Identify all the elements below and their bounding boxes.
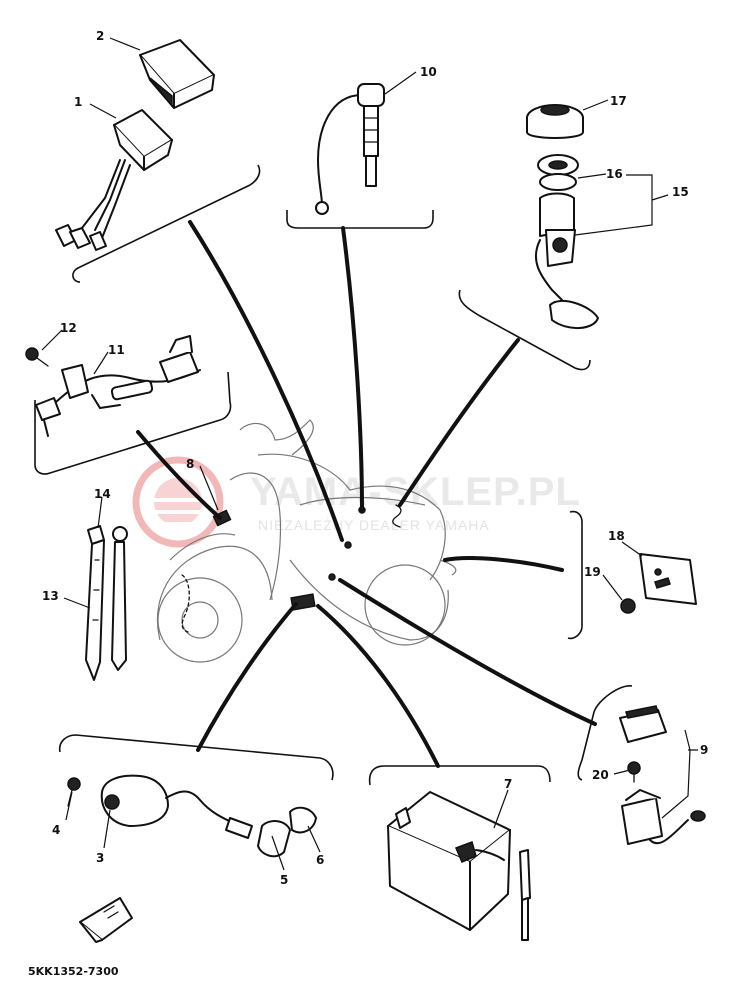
fwd-arrow-icon: [79, 897, 133, 943]
callout-15: 15: [672, 185, 689, 199]
callout-line-16: [577, 173, 607, 179]
diagram-code: 5KK1352-7300: [28, 965, 119, 978]
leader-line-3: [196, 602, 298, 752]
group-bracket-10: [286, 210, 434, 229]
callout-20: 20: [592, 768, 609, 782]
callout-line-7: [493, 789, 509, 829]
callout-10: 10: [420, 65, 437, 79]
callout-17: 17: [610, 94, 627, 108]
leader-line-18: [443, 556, 564, 572]
watermark-logo-icon: [132, 456, 224, 548]
callout-line-8: [199, 465, 219, 511]
watermark-tagline: NIEZALEŻNY DEALER YAMAHA: [258, 516, 490, 533]
callout-5: 5: [280, 873, 288, 887]
callout-line-3: [103, 809, 111, 849]
leader-line-9: [338, 578, 597, 726]
callout-line-5: [271, 835, 285, 871]
callout-line-18: [621, 541, 643, 557]
part-12-screw[interactable]: [25, 347, 49, 367]
callout-11: 11: [108, 343, 125, 357]
callout-line-19: [602, 574, 623, 601]
callout-line-12: [41, 329, 63, 351]
callout-18: 18: [608, 529, 625, 543]
callout-line-20: [613, 769, 631, 775]
callout-line-11: [93, 351, 109, 375]
callout-line-6: [307, 825, 321, 853]
callout-7: 7: [504, 777, 512, 791]
part-6-spark-plug[interactable]: [289, 806, 317, 834]
leader-line-10: [341, 226, 364, 512]
part-5-plug-cap[interactable]: [225, 817, 291, 858]
callout-12: 12: [60, 321, 77, 335]
group-bracket-3: [58, 734, 334, 781]
part-10-sensor[interactable]: [315, 83, 385, 215]
leader-line-7: [316, 604, 440, 768]
callout-line-14: [97, 496, 103, 529]
callout-14: 14: [94, 487, 111, 501]
callout-line-4: [65, 791, 73, 821]
callout-13: 13: [42, 589, 59, 603]
callout-line-1: [89, 103, 117, 119]
part-14-cable-tie[interactable]: [111, 526, 128, 671]
callout-1: 1: [74, 95, 82, 109]
callout-8: 8: [186, 457, 194, 471]
watermark-brand: YAMA-SKLEP.PL: [250, 470, 581, 514]
group-bracket-1: [72, 164, 261, 283]
part-7-battery[interactable]: [387, 791, 531, 941]
part-3-ignition-coil[interactable]: [100, 774, 241, 827]
leader-line-8: [136, 430, 222, 520]
part-16-gasket[interactable]: [537, 154, 579, 191]
part-2-relay[interactable]: [139, 39, 215, 109]
callout-line-15: [574, 174, 669, 236]
leader-line-1: [188, 220, 344, 542]
scooter-outline: [156, 419, 457, 663]
callout-line-9: [661, 729, 698, 819]
callout-line-2: [109, 37, 141, 51]
part-20-bolt[interactable]: [627, 761, 641, 783]
part-19-nut[interactable]: [620, 598, 636, 614]
callout-16: 16: [606, 167, 623, 181]
part-17-grommet[interactable]: [526, 104, 584, 139]
part-1-relay[interactable]: [55, 109, 173, 251]
callout-9: 9: [700, 743, 708, 757]
callout-line-10: [384, 71, 417, 95]
part-9-cdi-unit[interactable]: [619, 705, 706, 845]
callout-6: 6: [316, 853, 324, 867]
leader-line-15: [398, 338, 520, 507]
part-11-wire-harness[interactable]: [35, 335, 201, 437]
callout-3: 3: [96, 851, 104, 865]
group-bracket-9: [577, 685, 633, 781]
group-bracket-15: [458, 289, 591, 371]
callout-4: 4: [52, 823, 60, 837]
callout-line-13: [63, 597, 91, 609]
part-15-fuel-sender[interactable]: [534, 192, 599, 329]
group-bracket-7: [368, 765, 551, 786]
group-bracket-18: [567, 510, 583, 640]
group-bracket-11: [34, 371, 232, 475]
callout-2: 2: [96, 29, 104, 43]
callout-19: 19: [584, 565, 601, 579]
callout-line-17: [582, 99, 609, 111]
part-13-cable-tie[interactable]: [85, 525, 105, 681]
part-18-bracket[interactable]: [639, 553, 697, 605]
